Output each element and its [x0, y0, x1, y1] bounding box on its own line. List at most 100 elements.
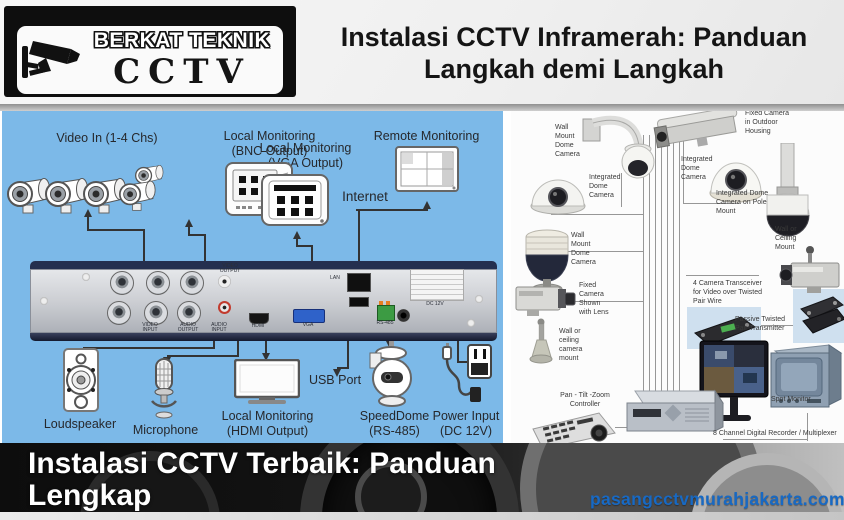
bnc-port: [110, 271, 134, 295]
dc-power-jack: [397, 309, 410, 322]
bnc-port: [144, 301, 168, 325]
cable-line: [683, 139, 684, 203]
label-wall-mount-dome: Wall Mount Dome Camera: [555, 124, 580, 159]
label-fixed-with-lens: Fixed Camera Shown with Lens: [579, 282, 609, 317]
label-integrated-dome: Integrated Dome Camera: [589, 174, 621, 200]
cable-line: [807, 413, 808, 441]
rca-audio-in-port: [218, 275, 231, 288]
label-recorder: 8 Channel Digital Recorder / Multiplexer: [713, 430, 837, 437]
port-label-hdmi: HDMI: [251, 323, 265, 329]
cable-line: [621, 173, 622, 207]
label-microphone: Microphone: [132, 423, 199, 437]
box-camera: [779, 262, 840, 293]
label-camera-mount: Wall or ceiling camera mount: [559, 328, 583, 363]
vga-port: [293, 309, 325, 323]
connector-line: [213, 341, 215, 349]
vga-monitor-icon: [261, 174, 329, 226]
bnc-port: [177, 301, 201, 325]
screw: [40, 297, 48, 305]
dvr-wiring-diagram: Video In (1-4 Chs) Local Monitoring (BNC…: [2, 111, 503, 443]
label-internet: Internet: [342, 189, 388, 204]
connector-line: [265, 341, 267, 353]
dvr-rear-panel: VIDEO OUTPUT VIDEO INPUT AUDIO OUTPUT AU…: [30, 261, 497, 341]
cable-line: [649, 135, 650, 401]
outdoor-housing-camera: [653, 111, 738, 149]
connector-arrow: [185, 219, 193, 227]
label-fixed-outdoor: Fixed Camera in Outdoor Housing: [745, 111, 789, 136]
port-label-dc12v: DC 12V: [426, 301, 444, 307]
label-integrated-pole: Integrated Dome Camera on Pole Mount: [716, 190, 769, 216]
port-label-video-input: VIDEO INPUT: [142, 322, 158, 334]
label-loudspeaker: Loudspeaker: [43, 417, 117, 431]
page-title: Instalasi CCTV Inframerah: Panduan Langk…: [340, 22, 808, 84]
brand-name: BERKAT TEKNIK: [93, 29, 271, 52]
integrated-dome-camera: [709, 162, 763, 203]
dvr-top-edge: [30, 261, 497, 271]
cable-line: [643, 135, 644, 401]
dvr-bottom-edge: [30, 333, 497, 341]
remote-monitor-icon: [395, 146, 459, 192]
banner-title: Instalasi CCTV Terbaik: Panduan Lengkap: [28, 447, 496, 512]
label-spot-monitor: Spot Monitor: [771, 396, 811, 403]
connector-line: [204, 234, 206, 263]
cable-line: [667, 135, 668, 401]
label-ptz-controller: Pan - Tilt -Zoom Controller: [560, 392, 610, 409]
bnc-port: [107, 301, 131, 325]
warning-sticker: [410, 269, 464, 301]
connector-arrow: [423, 201, 431, 209]
connector-line: [337, 367, 349, 369]
cable-line: [547, 251, 643, 252]
hdmi-port: [249, 313, 269, 324]
lan-port: [347, 273, 371, 292]
label-speeddome: SpeedDome (RS-485): [359, 409, 430, 438]
camera-mount-pedestal: [529, 318, 553, 364]
label-power-input: Power Input (DC 12V): [432, 409, 500, 438]
connector-line: [358, 209, 360, 263]
rs485-terminal: [377, 305, 395, 321]
cctv-camera-icon: [22, 41, 80, 78]
cable-line: [573, 301, 643, 302]
label-video-in: Video In (1-4 Chs): [56, 131, 158, 145]
bottom-banner: Instalasi CCTV Terbaik: Panduan Lengkap …: [0, 443, 844, 512]
spot-monitor-crt: [770, 344, 843, 408]
label-remote-monitoring: Remote Monitoring: [373, 129, 480, 143]
brand-logo: BERKAT TEKNIK CCTV: [4, 6, 296, 97]
connector-line: [83, 347, 215, 349]
label-hdmi-output: Local Monitoring (HDMI Output): [221, 409, 314, 438]
connector-arrow: [84, 209, 92, 217]
connector-line: [311, 245, 313, 263]
connector-line: [87, 229, 145, 231]
screw: [467, 319, 475, 327]
label-integrated-dome: Integrated Dome Camera: [681, 156, 713, 182]
connector-line: [356, 209, 428, 211]
connector-line: [237, 341, 239, 357]
connector-line: [87, 216, 89, 231]
loudspeaker-icon: [63, 348, 99, 412]
connector-line: [188, 226, 190, 236]
bnc-port: [180, 271, 204, 295]
screw: [475, 295, 483, 303]
rs485-wire: [379, 301, 383, 305]
website-url: pasangcctvmurahjakarta.com: [590, 489, 844, 509]
brand-logo-card: BERKAT TEKNIK CCTV: [17, 26, 283, 94]
header: BERKAT TEKNIK CCTV Instalasi CCTV Infram…: [0, 0, 844, 104]
connector-line: [457, 361, 471, 363]
bnc-port: [146, 271, 170, 295]
header-divider: [0, 104, 844, 111]
connector-line: [167, 355, 239, 357]
cable-line: [679, 135, 680, 401]
power-adapter-icon: [442, 343, 492, 402]
cable-line: [661, 135, 662, 401]
brand-cctv: CCTV: [113, 52, 251, 92]
cable-line: [655, 135, 656, 401]
port-label-lan: LAN: [330, 275, 340, 281]
cable-line: [723, 439, 807, 440]
label-usb-port: USB Port: [308, 373, 362, 387]
rca-audio-in-port: [218, 301, 231, 314]
screw: [82, 273, 90, 281]
label-transceiver: 4 Camera Transceiver for Video over Twis…: [693, 280, 763, 306]
label-wall-ceiling-mount: Wall or Ceiling Mount: [775, 226, 797, 252]
connector-arrow: [262, 353, 270, 361]
label-wall-mount-dome: Wall Mount Dome Camera: [571, 232, 596, 267]
